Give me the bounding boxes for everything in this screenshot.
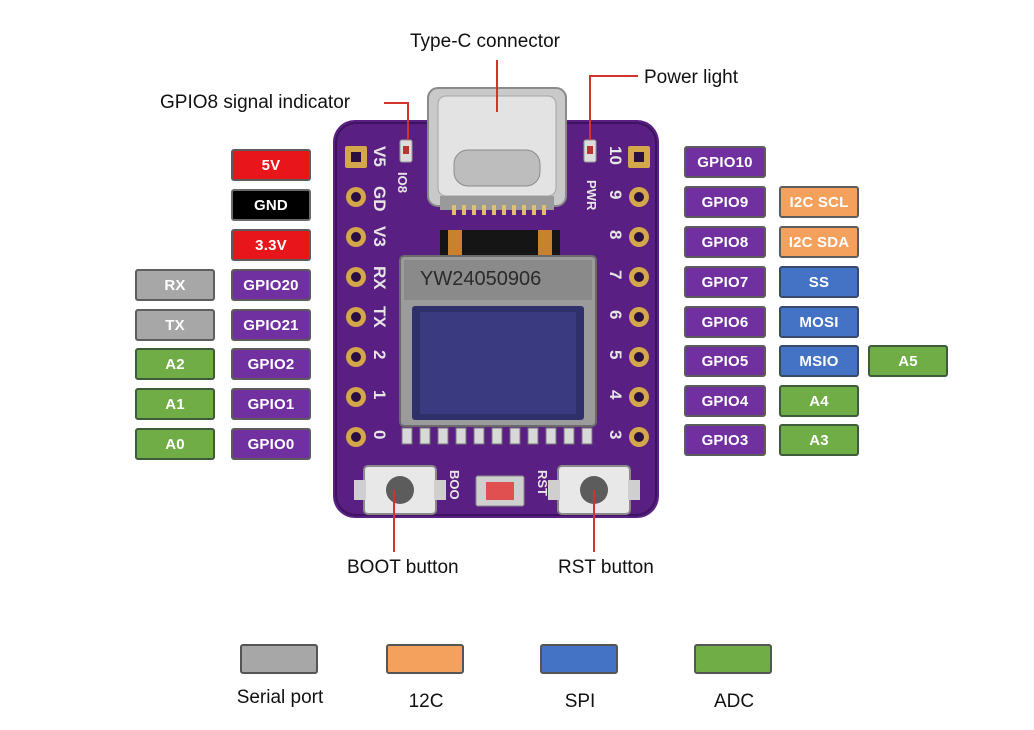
legend-adc-label: ADC [713, 691, 755, 712]
silk-right-3: 7 [606, 270, 625, 279]
pin-5v: 5V [231, 149, 311, 181]
pin-gpio21: GPIO21 [231, 309, 311, 341]
pin-gpio7: GPIO7 [684, 266, 766, 298]
adc-a2: A2 [135, 348, 215, 380]
legend-i2c-label: 12C [408, 691, 444, 712]
legend-i2c-swatch [386, 644, 464, 674]
silk-io8: IO8 [395, 172, 410, 193]
adc-a3: A3 [779, 424, 859, 456]
serial-tx: TX [135, 309, 215, 341]
leader-lines [384, 60, 638, 552]
serial-rx: RX [135, 269, 215, 301]
i2c-scl: I2C SCL [779, 186, 859, 218]
oled-serial: YW24050906 [420, 268, 541, 290]
silk-left-2: V3 [370, 226, 389, 247]
legend-serial-label: Serial port [236, 687, 324, 708]
pin-gpio20: GPIO20 [231, 269, 311, 301]
silk-right-2: 8 [606, 230, 625, 239]
pin-gnd: GND [231, 189, 311, 221]
silk-left-3: RX [370, 266, 389, 290]
silk-pwr: PWR [584, 180, 599, 211]
silk-right-5: 5 [606, 350, 625, 359]
pin-gpio9: GPIO9 [684, 186, 766, 218]
pin-gpio10: GPIO10 [684, 146, 766, 178]
silk-right-1: 9 [606, 190, 625, 199]
pin-gpio0: GPIO0 [231, 428, 311, 460]
power-light-callout: Power light [644, 67, 738, 88]
pin-gpio2: GPIO2 [231, 348, 311, 380]
silk-left-6: 1 [370, 390, 389, 399]
legend-spi-swatch [540, 644, 618, 674]
pin-gpio1: GPIO1 [231, 388, 311, 420]
silk-rst: RST [535, 470, 550, 496]
legend-serial-swatch [240, 644, 318, 674]
pin-gpio6: GPIO6 [684, 306, 766, 338]
spi-ss: SS [779, 266, 859, 298]
spi-msio: MSIO [779, 345, 859, 377]
silk-right-7: 3 [606, 430, 625, 439]
silk-right-6: 4 [606, 390, 625, 400]
legend-adc-swatch [694, 644, 772, 674]
silk-left-5: 2 [370, 350, 389, 359]
gpio8-indicator-callout: GPIO8 signal indicator [160, 92, 351, 113]
reset-ic [475, 475, 525, 507]
rst-button-callout: RST button [558, 557, 654, 578]
boot-button [354, 465, 446, 515]
usb-c-connector [427, 87, 567, 215]
adc-a0: A0 [135, 428, 215, 460]
silk-right-4: 6 [606, 310, 625, 319]
legend-spi-label: SPI [564, 691, 596, 712]
right-pin-holes [628, 146, 650, 447]
silk-left-1: GD [370, 186, 389, 212]
silk-right-0: 10 [606, 146, 625, 165]
type-c-callout: Type-C connector [410, 31, 560, 52]
pin-gpio8: GPIO8 [684, 226, 766, 258]
pin-gpio4: GPIO4 [684, 385, 766, 417]
pin-3v3: 3.3V [231, 229, 311, 261]
spi-mosi: MOSI [779, 306, 859, 338]
adc-a1: A1 [135, 388, 215, 420]
smd-components [401, 427, 593, 445]
adc-a4: A4 [779, 385, 859, 417]
oled-display [399, 230, 597, 427]
silk-left-0: V5 [370, 146, 389, 167]
adc-a5: A5 [868, 345, 948, 377]
left-pin-holes [345, 146, 367, 447]
silk-left-7: 0 [370, 430, 389, 439]
i2c-sda: I2C SDA [779, 226, 859, 258]
silk-left-4: TX [370, 306, 389, 328]
pin-gpio5: GPIO5 [684, 345, 766, 377]
silk-boo: BOO [447, 470, 462, 500]
pin-gpio3: GPIO3 [684, 424, 766, 456]
boot-button-callout: BOOT button [347, 557, 459, 578]
